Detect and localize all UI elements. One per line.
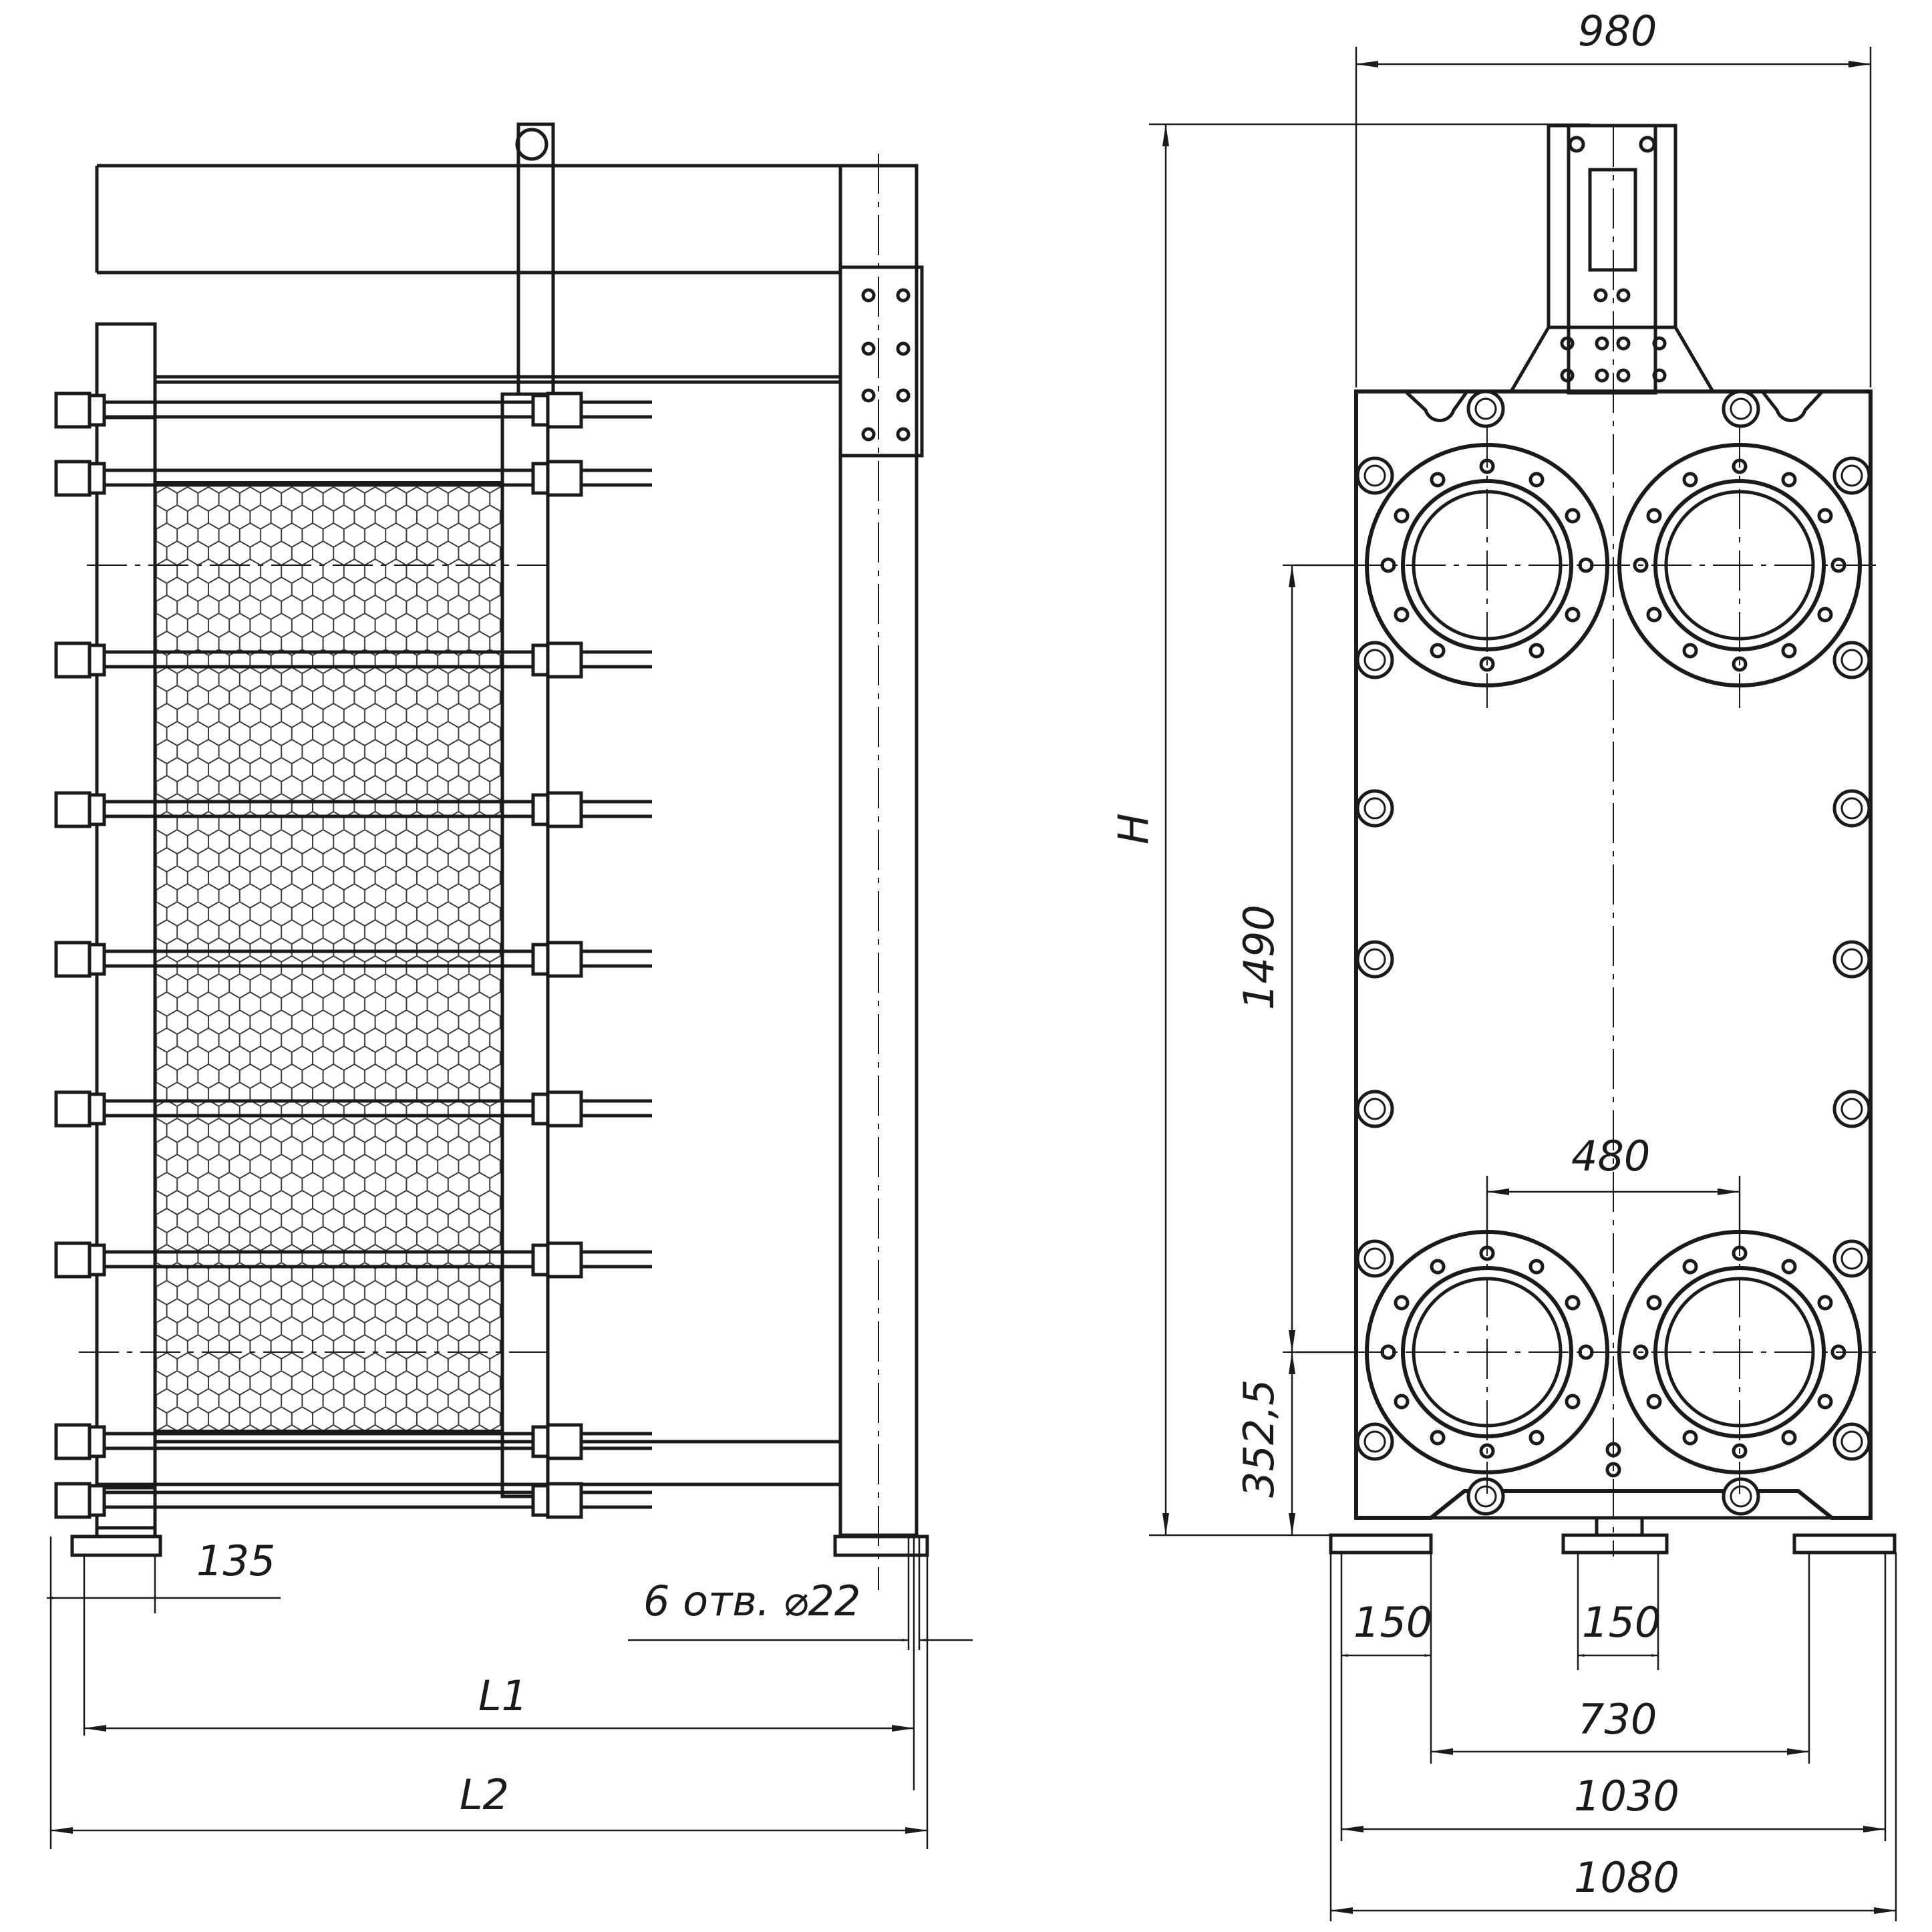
front-view: 980 H 1490 352,5 480 [1109, 7, 1897, 1921]
center-lines [1283, 127, 1877, 1557]
dim-1080: 1080 [1574, 1853, 1679, 1902]
dim-150-center: 150 [1582, 1598, 1661, 1647]
tie-bolt [54, 641, 652, 679]
side-view-dimensions: 135 6 отв. ⌀22 L1 L2 [46, 1537, 973, 1849]
dim-480: 480 [1571, 1132, 1650, 1180]
dim-352-5: 352,5 [1235, 1380, 1283, 1498]
tightening-bolts [54, 391, 652, 1519]
tie-bolt [54, 791, 652, 828]
tie-bolt [54, 391, 652, 429]
tie-bolt [54, 1090, 652, 1128]
side-view: 135 6 отв. ⌀22 L1 L2 [46, 122, 973, 1849]
tie-bolt [54, 1241, 652, 1279]
tie-bolt [54, 1423, 652, 1460]
top-support-bracket [1509, 124, 1715, 395]
dim-730: 730 [1578, 1695, 1657, 1744]
dim-150-left: 150 [1353, 1598, 1432, 1647]
tie-bolt [54, 460, 652, 497]
fixed-frame-plate [70, 322, 162, 1557]
drain-fittings [1605, 1442, 1621, 1478]
dim-980: 980 [1578, 7, 1657, 55]
lower-guide-bar [155, 1440, 840, 1486]
dim-135: 135 [196, 1537, 275, 1585]
plate-pack [154, 481, 504, 1432]
dim-L2: L2 [460, 1770, 509, 1819]
dim-L1: L1 [478, 1671, 528, 1720]
frame-plate-outline [1329, 389, 1897, 1555]
dim-1490: 1490 [1235, 905, 1283, 1010]
tie-bolt [54, 1482, 652, 1519]
dim-1030: 1030 [1574, 1772, 1679, 1820]
frame-tie-bolts [1355, 456, 1871, 1461]
dim-H: H [1109, 813, 1158, 844]
upper-carrying-bar [95, 164, 917, 384]
front-view-dimensions: 980 H 1490 352,5 480 [1109, 7, 1897, 1921]
tie-bolt [54, 941, 652, 978]
guide-notches [1404, 389, 1824, 1516]
bolt-pattern [861, 288, 911, 442]
support-column [833, 154, 929, 1590]
dim-holes-note: 6 отв. ⌀22 [643, 1577, 860, 1625]
